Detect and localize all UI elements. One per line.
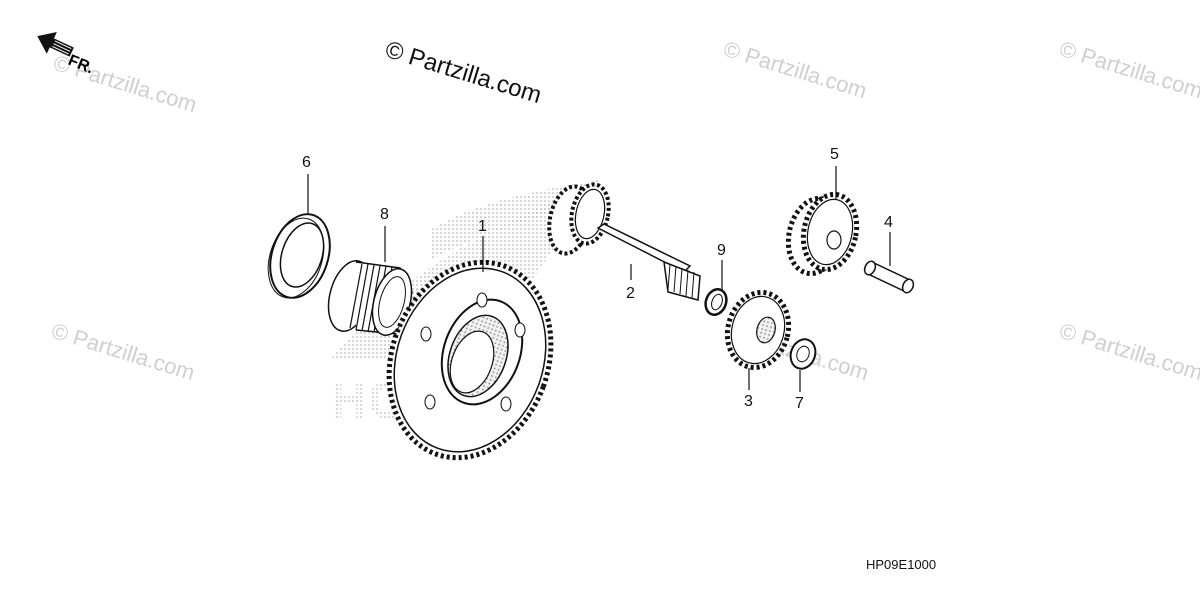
callout-5: 5 (830, 146, 839, 163)
part-idle-gear (724, 289, 792, 371)
front-arrow-icon (37, 31, 74, 57)
callout-9: 9 (717, 242, 726, 259)
callout-3: 3 (744, 393, 753, 410)
callout-7: 7 (795, 395, 804, 412)
callout-8: 8 (380, 206, 389, 223)
part-oil-seal (267, 213, 331, 299)
callout-4: 4 (884, 214, 893, 231)
part-driven-gear (386, 259, 554, 461)
callout-2: 2 (626, 285, 635, 302)
part-gear-shaft (547, 182, 701, 301)
part-pin (863, 260, 915, 294)
diagram-code: HP09E1000 (866, 557, 937, 572)
leader-lines (307, 166, 891, 392)
part-circlip (704, 288, 728, 316)
callout-1: 1 (478, 218, 487, 235)
part-washer (789, 338, 817, 370)
callout-6: 6 (302, 154, 311, 171)
part-needle-bearing (327, 260, 413, 336)
part-reduction-gear (785, 191, 860, 277)
